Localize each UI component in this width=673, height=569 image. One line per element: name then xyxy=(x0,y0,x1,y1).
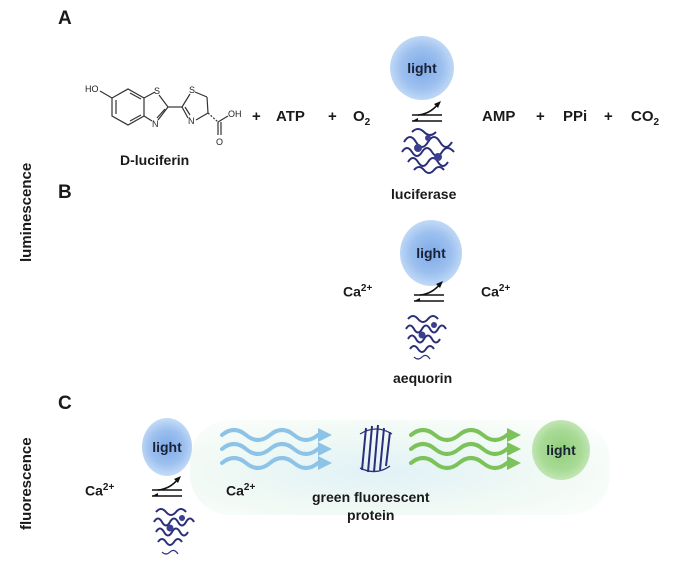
d-luciferin-structure: HO S N S N OH O xyxy=(85,84,242,147)
green-wave-3 xyxy=(409,456,509,470)
gfp-label-line-2: protein xyxy=(347,507,395,523)
calcium-ion-left-c: Ca2+ xyxy=(85,482,114,499)
reaction-arrow-a xyxy=(412,101,442,122)
green-wave-2 xyxy=(409,442,509,456)
light-glow-a: light xyxy=(390,36,454,100)
calcium-ion-left-b: Ca2+ xyxy=(343,283,372,300)
atp-label: ATP xyxy=(276,108,305,125)
o2-label: O2 xyxy=(353,108,370,128)
benzene-ring xyxy=(111,88,145,126)
plus-3: + xyxy=(536,108,545,125)
luciferase-label: luciferase xyxy=(391,186,457,202)
ion-charge: 2+ xyxy=(243,482,256,493)
green-arrowhead-3 xyxy=(507,456,521,470)
ppi-label: PPi xyxy=(563,108,588,125)
reaction-arrow-b xyxy=(414,281,444,302)
amp-label: AMP xyxy=(482,108,516,125)
plus-2: + xyxy=(328,108,337,125)
light-label-b: light xyxy=(416,245,446,261)
atom-ho: HO xyxy=(85,84,99,94)
d-luciferin-label: D-luciferin xyxy=(120,152,190,168)
atom-n1: N xyxy=(152,119,159,129)
luminescence-label: luminescence xyxy=(18,162,35,262)
light-label-c-green: light xyxy=(546,442,576,458)
blue-wave-3 xyxy=(220,456,320,470)
calcium-ion-mid-c: Ca2+ xyxy=(226,482,255,499)
fluorescence-label: fluorescence xyxy=(18,437,35,530)
o2-main: O xyxy=(353,108,365,125)
ion-main: Ca xyxy=(85,482,103,499)
light-glow-c-green: light xyxy=(532,420,590,480)
aequorin-protein-icon xyxy=(405,315,447,360)
aequorin-protein-icon-c xyxy=(153,508,195,555)
atom-n2: N xyxy=(188,116,195,126)
green-wave-1 xyxy=(409,428,509,442)
atom-s1: S xyxy=(154,86,160,96)
gfp-protein-icon xyxy=(359,424,393,473)
green-energy-waves xyxy=(409,428,521,470)
panel-c-letter: C xyxy=(58,393,72,414)
green-arrowhead-2 xyxy=(507,442,521,456)
blue-arrowhead-1 xyxy=(318,428,332,442)
light-label-a: light xyxy=(407,60,437,76)
blue-wave-2 xyxy=(220,442,320,456)
atom-o: O xyxy=(216,137,223,147)
atom-oh: OH xyxy=(228,109,242,119)
aequorin-label: aequorin xyxy=(393,370,453,386)
light-glow-c-blue: light xyxy=(142,418,192,476)
calcium-ion-right-b: Ca2+ xyxy=(481,283,510,300)
ion-main: Ca xyxy=(226,482,244,499)
ion-charge: 2+ xyxy=(498,283,511,294)
ion-charge: 2+ xyxy=(360,283,373,294)
plus-4: + xyxy=(604,108,613,125)
green-arrowhead-1 xyxy=(507,428,521,442)
ion-main: Ca xyxy=(481,283,499,300)
reaction-arrow-c xyxy=(152,476,182,497)
light-label-c-blue: light xyxy=(152,439,182,455)
light-glow-b: light xyxy=(400,220,462,286)
co2-main: CO xyxy=(631,108,654,125)
luciferase-protein-icon xyxy=(401,128,455,174)
co2-sub: 2 xyxy=(653,117,660,128)
o2-sub: 2 xyxy=(364,117,371,128)
ion-main: Ca xyxy=(343,283,361,300)
blue-arrowhead-3 xyxy=(318,456,332,470)
blue-wave-1 xyxy=(220,428,320,442)
panel-b-letter: B xyxy=(58,182,72,203)
gfp-label-line-1: green fluorescent xyxy=(312,489,430,505)
blue-arrowhead-2 xyxy=(318,442,332,456)
panel-a-letter: A xyxy=(58,8,72,29)
atom-s2: S xyxy=(189,85,195,95)
blue-energy-waves xyxy=(220,428,332,470)
gfp-label: green fluorescent protein xyxy=(312,488,429,524)
ion-charge: 2+ xyxy=(102,482,115,493)
co2-label: CO2 xyxy=(631,108,659,128)
plus-1: + xyxy=(252,108,261,125)
